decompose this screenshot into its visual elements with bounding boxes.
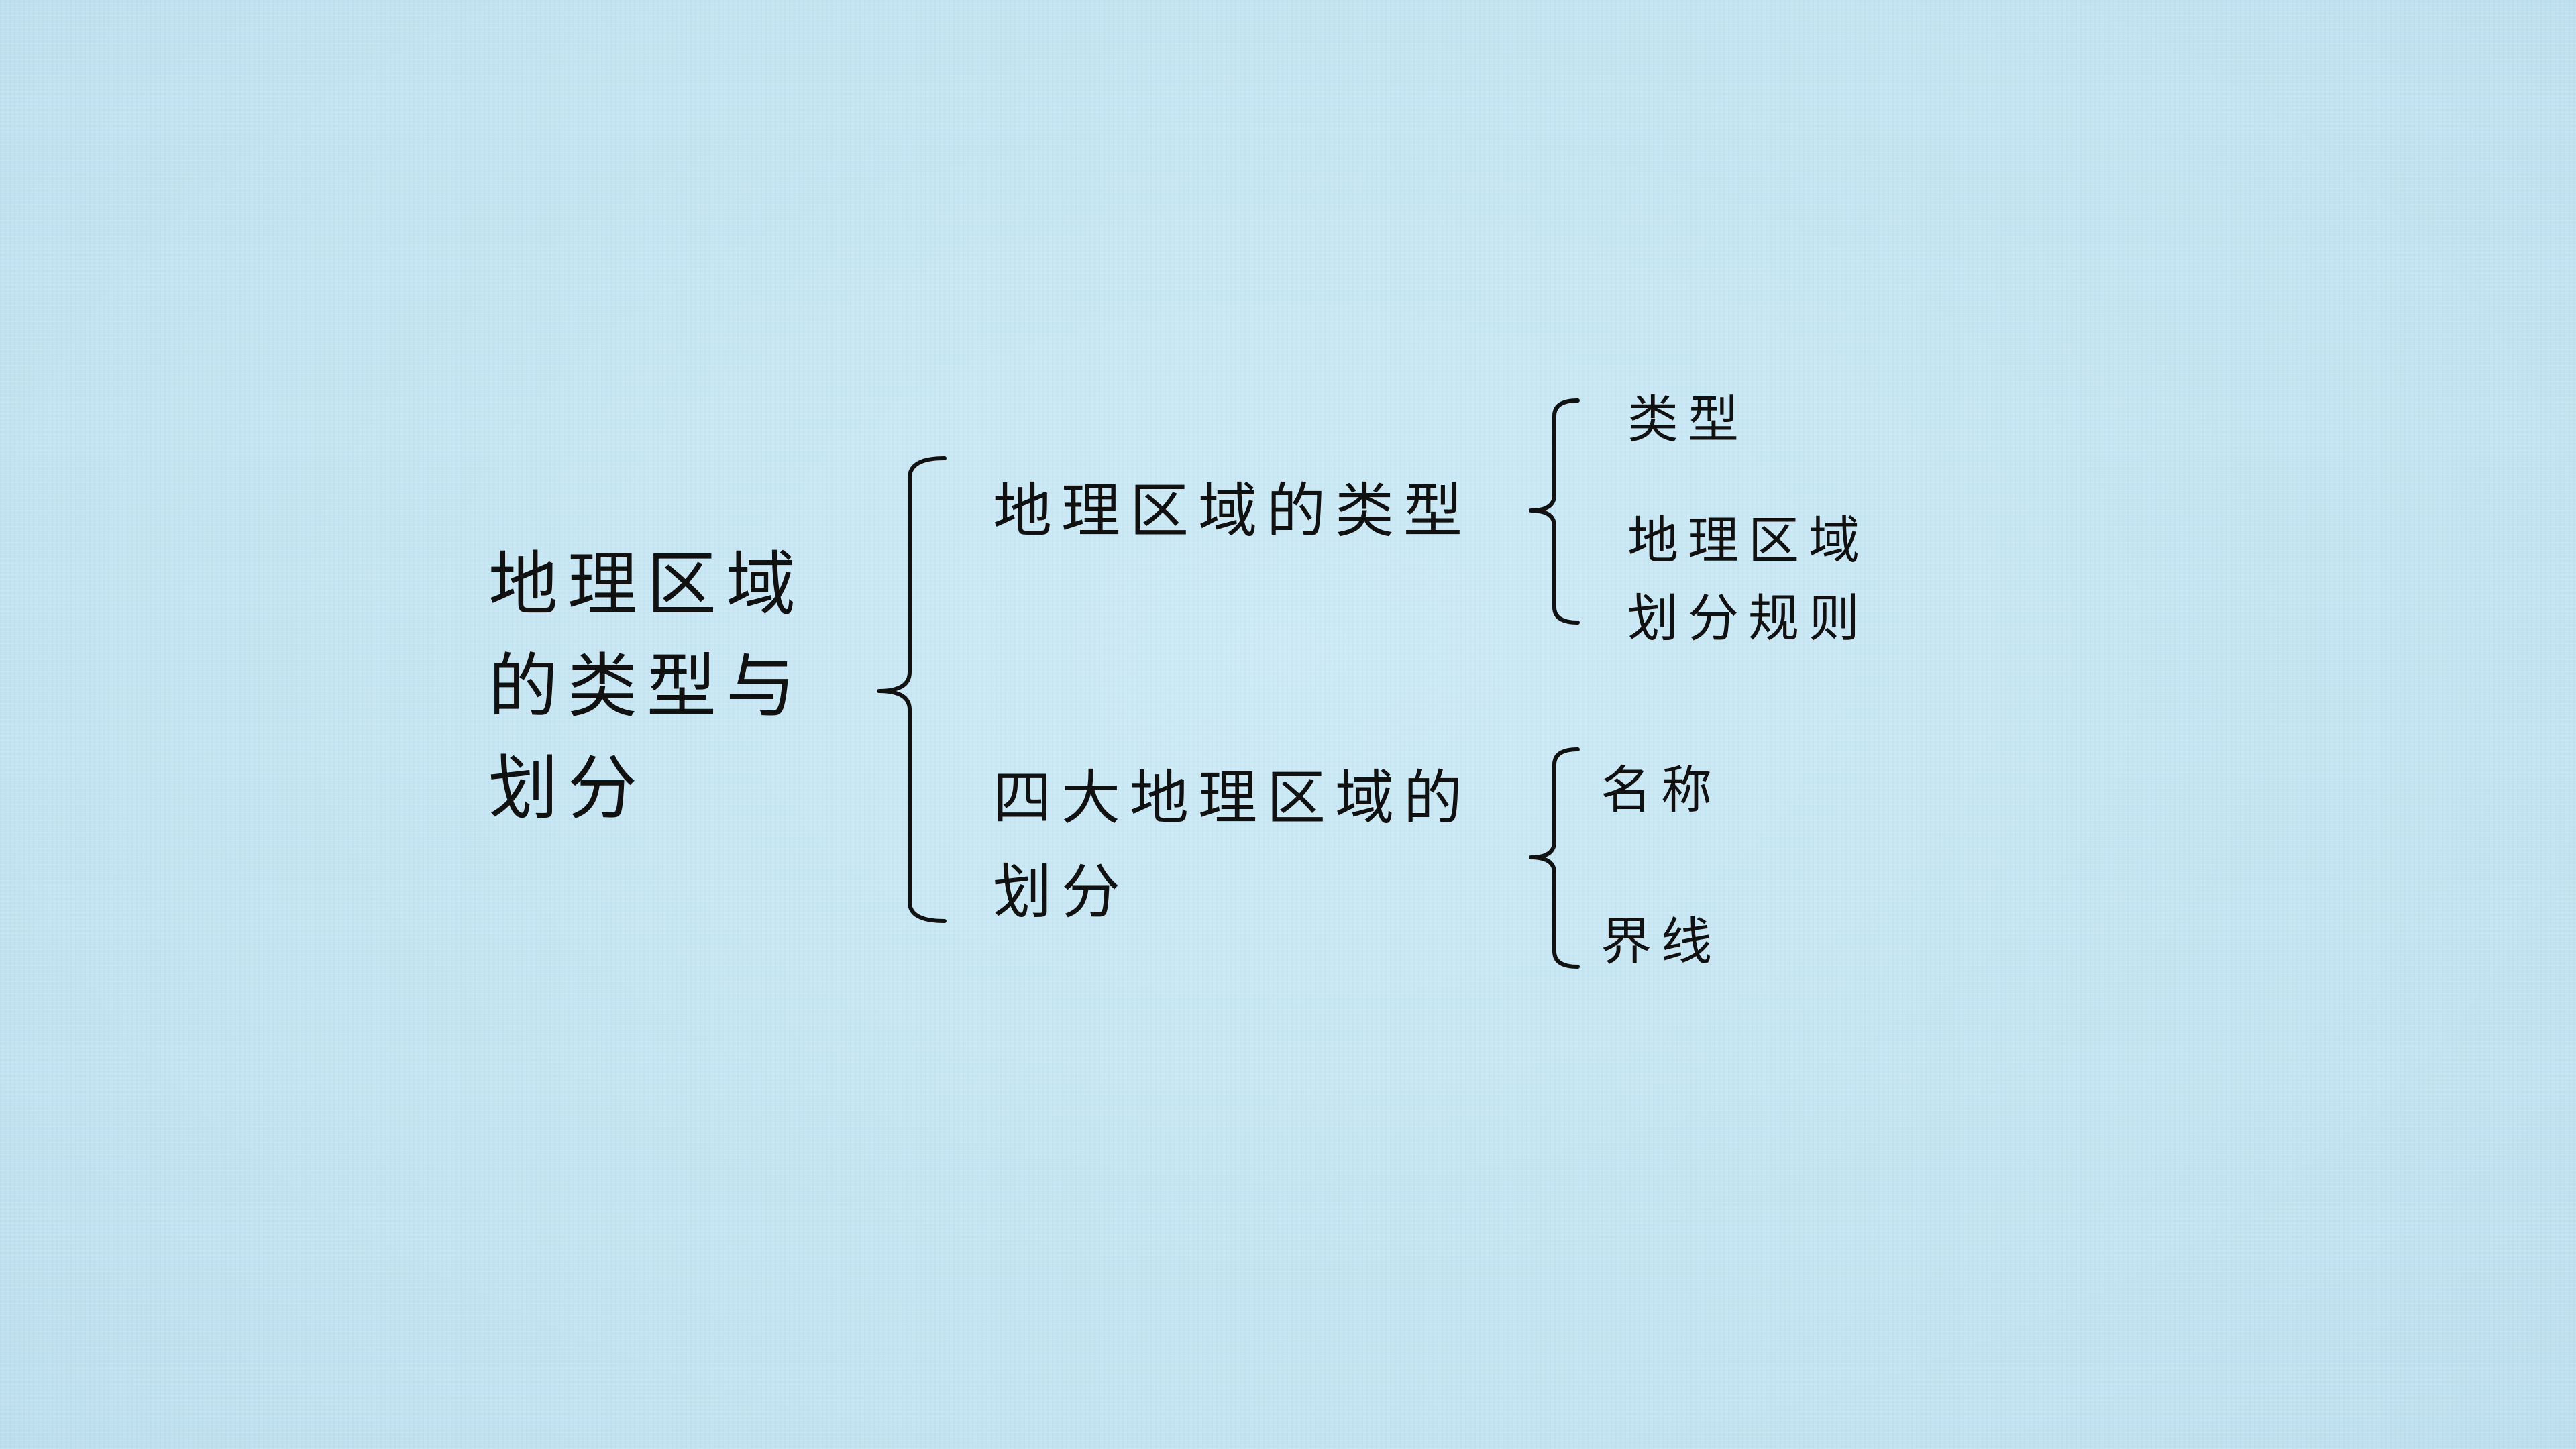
- leaf-division-rules-line: 地理区域: [1627, 511, 1869, 570]
- leaf-boundaries: 界线: [1601, 912, 1721, 971]
- root-topic: 地理区域 的类型与 划分: [488, 533, 805, 839]
- branch-region-types: 地理区域的类型: [993, 476, 1472, 545]
- upper-sub-brace: [1529, 398, 1580, 625]
- branch-four-regions: 四大地理区域的 划分: [993, 751, 1472, 939]
- leaf-types: 类型: [1627, 390, 1748, 449]
- lower-sub-brace: [1529, 747, 1580, 969]
- branch-four-regions-line: 四大地理区域的: [993, 763, 1472, 833]
- leaf-division-rules: 地理区域 划分规则: [1627, 502, 1869, 657]
- leaf-division-rules-line: 划分规则: [1627, 588, 1869, 648]
- root-topic-line: 划分: [488, 747, 647, 829]
- leaf-names: 名称: [1601, 760, 1721, 820]
- root-topic-line: 的类型与: [488, 645, 806, 727]
- main-brace: [877, 456, 947, 923]
- branch-four-regions-line: 划分: [993, 857, 1130, 926]
- root-topic-line: 地理区域: [488, 543, 806, 625]
